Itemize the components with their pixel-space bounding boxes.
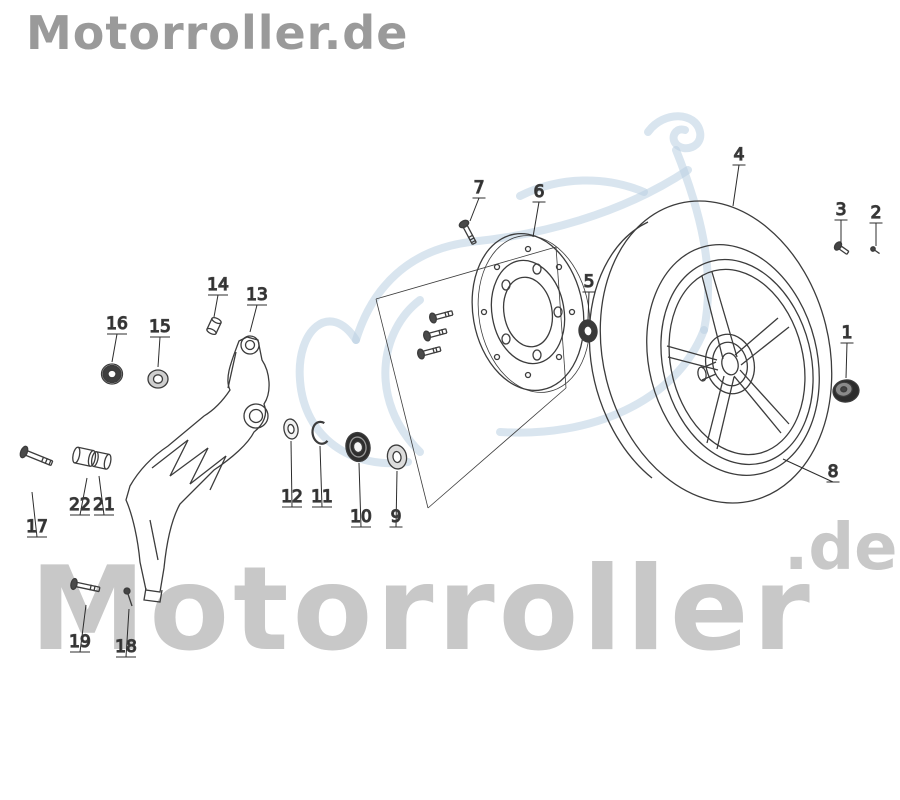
- tiny-pin: [870, 246, 880, 255]
- washer: [283, 418, 299, 440]
- long-bolt: [19, 445, 54, 467]
- disc-bolt: [428, 310, 454, 324]
- part-number-12: 12: [281, 487, 303, 507]
- part-callout-3: 3: [834, 199, 848, 243]
- circlip: [311, 420, 329, 445]
- part-number-1: 1: [842, 323, 853, 343]
- part-callout-12: 12: [281, 440, 303, 508]
- hub-spacer: [578, 319, 598, 343]
- rear-wheel: [588, 200, 833, 504]
- spacer-bushing: [147, 369, 169, 389]
- part-number-21: 21: [93, 495, 115, 515]
- part-number-4: 4: [734, 145, 745, 165]
- axle-cap: [832, 379, 860, 403]
- part-callout-16: 16: [106, 313, 128, 363]
- part-number-11: 11: [311, 487, 333, 507]
- part-callout-21: 21: [93, 475, 115, 516]
- part-number-10: 10: [350, 507, 372, 527]
- part-callout-2: 2: [869, 202, 883, 246]
- brand-logo: Motorroller.de: [26, 6, 409, 60]
- brake-disc: [471, 232, 591, 393]
- long-bolt: [70, 577, 101, 593]
- part-callout-5: 5: [582, 271, 596, 321]
- part-number-8: 8: [828, 462, 839, 482]
- part-callout-8: 8: [782, 458, 840, 483]
- part-callout-18: 18: [115, 608, 137, 658]
- disc-bolt: [416, 346, 442, 360]
- small-screw: [833, 241, 850, 255]
- part-callout-10: 10: [350, 462, 372, 528]
- part-number-15: 15: [149, 317, 171, 337]
- part-callout-22: 22: [69, 477, 91, 516]
- part-number-19: 19: [69, 632, 91, 652]
- disc-bolt: [458, 219, 477, 246]
- part-number-22: 22: [69, 495, 91, 515]
- watermark-text: Motorroller: [30, 542, 814, 677]
- part-callout-4: 4: [732, 144, 746, 207]
- part-callout-14: 14: [207, 274, 229, 318]
- part-callout-7: 7: [469, 177, 486, 222]
- small-pin: [123, 587, 133, 607]
- flange-nut: [100, 363, 124, 385]
- part-callout-19: 19: [69, 604, 91, 653]
- watermark-suffix: .de: [784, 511, 898, 585]
- disc-bolt: [422, 328, 448, 342]
- part-number-7: 7: [474, 178, 485, 198]
- bushing-small: [206, 317, 222, 335]
- spacer-ring: [386, 444, 408, 470]
- part-callout-15: 15: [149, 316, 171, 368]
- part-callout-17: 17: [26, 491, 48, 538]
- part-number-13: 13: [246, 285, 268, 305]
- part-callout-11: 11: [311, 445, 333, 508]
- part-callout-1: 1: [840, 322, 854, 379]
- part-callout-13: 13: [246, 284, 268, 333]
- part-number-17: 17: [26, 517, 48, 537]
- swingarm-bracket: [125, 335, 270, 603]
- part-callout-6: 6: [532, 181, 546, 238]
- part-number-18: 18: [115, 637, 137, 657]
- part-number-16: 16: [106, 314, 128, 334]
- bearing: [345, 431, 371, 463]
- part-number-9: 9: [391, 507, 402, 527]
- part-number-5: 5: [584, 272, 595, 292]
- part-callout-9: 9: [389, 470, 403, 528]
- sleeve-pair: [72, 446, 112, 470]
- part-number-14: 14: [207, 275, 229, 295]
- part-number-3: 3: [836, 200, 847, 220]
- part-number-2: 2: [871, 203, 882, 223]
- part-number-6: 6: [534, 182, 545, 202]
- projection-lines: [375, 246, 567, 509]
